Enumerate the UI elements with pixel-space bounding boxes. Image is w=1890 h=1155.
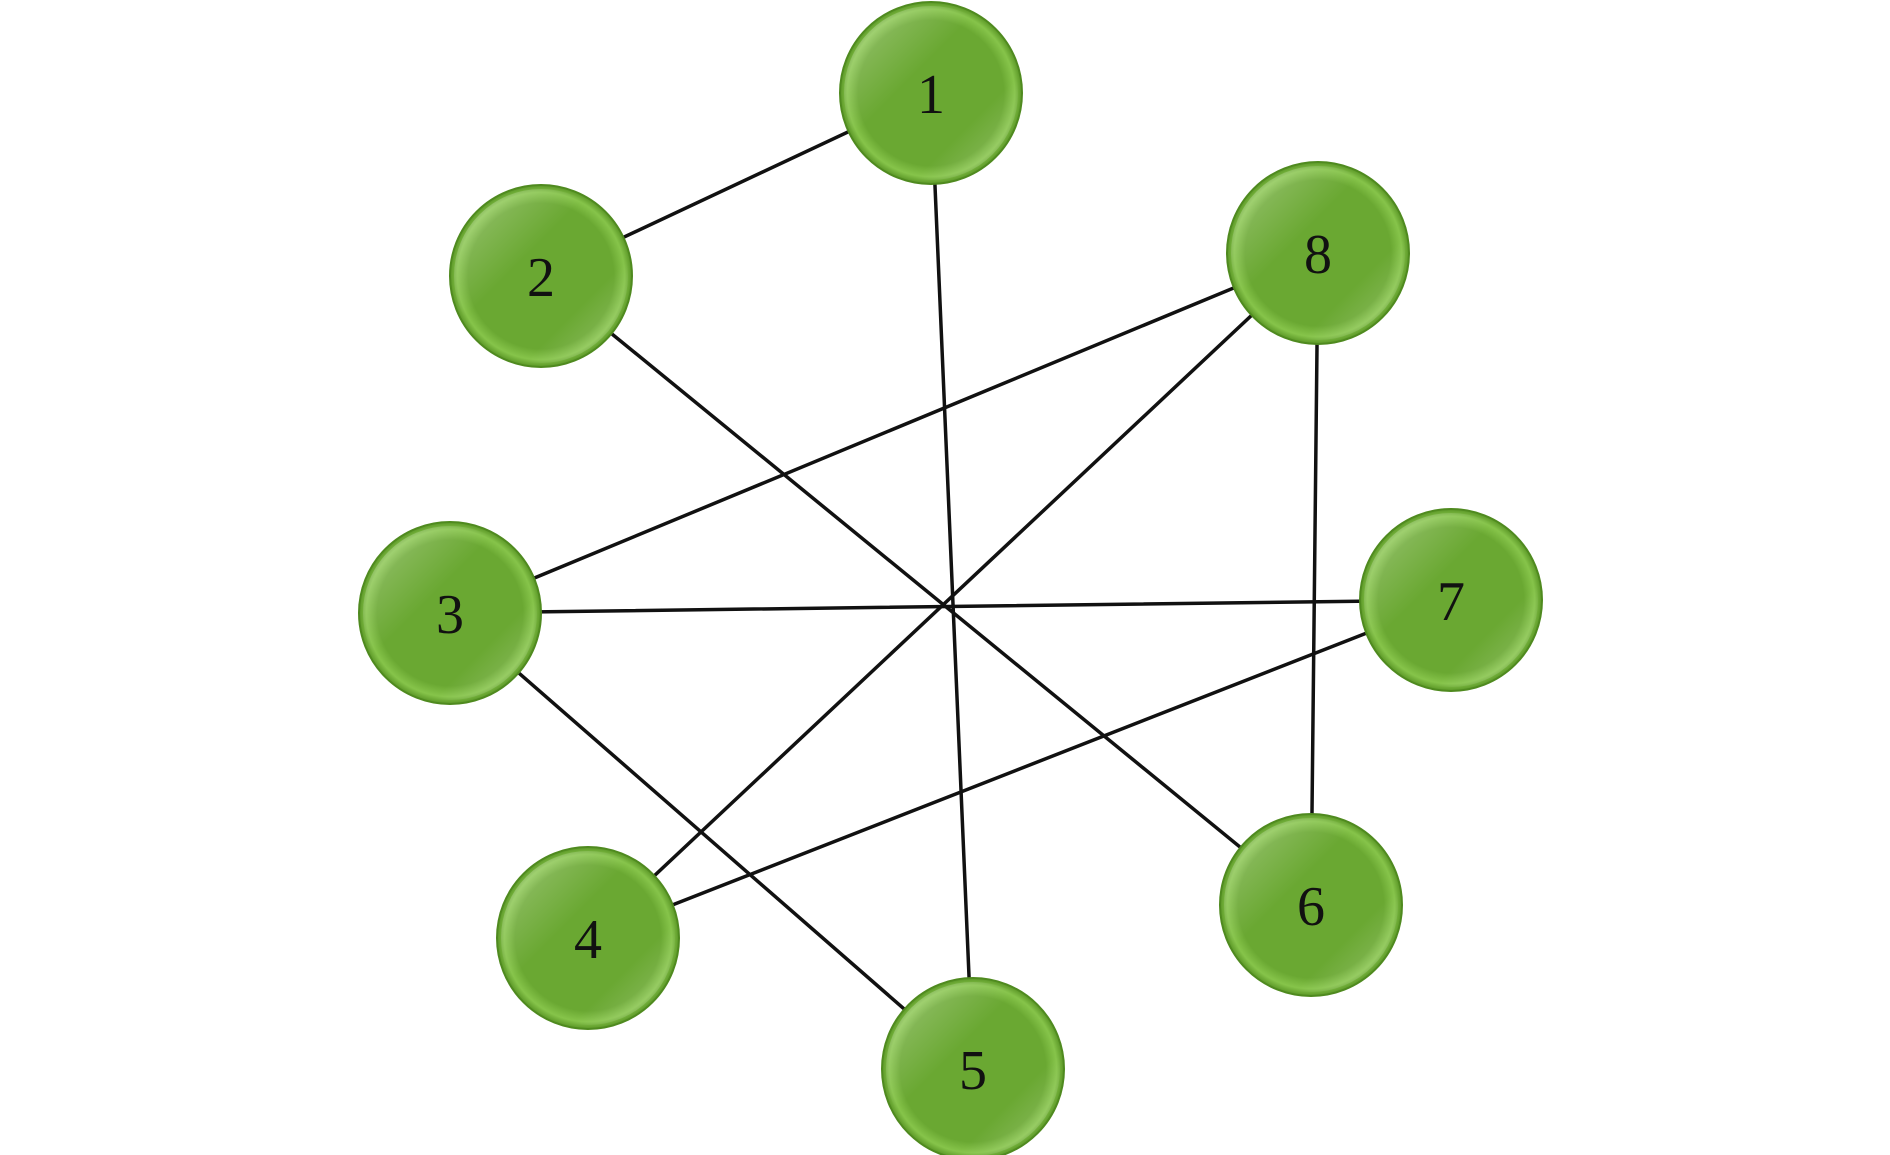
node-label: 5 (959, 1040, 987, 1102)
edge-8-6 (1309, 251, 1320, 907)
node-label: 7 (1437, 571, 1465, 633)
node-1: 1 (839, 1, 1023, 185)
edges (448, 91, 1453, 1071)
node-label: 3 (436, 584, 464, 646)
node-label: 2 (527, 247, 555, 309)
node-shine (844, 6, 1018, 180)
node-6: 6 (1219, 813, 1403, 997)
node-shine (454, 189, 628, 363)
node-shine (363, 526, 537, 700)
node-7: 7 (1359, 508, 1543, 692)
node-8: 8 (1226, 161, 1410, 345)
node-shine (1224, 818, 1398, 992)
node-shine (1364, 513, 1538, 687)
node-label: 1 (917, 64, 945, 126)
node-5: 5 (881, 977, 1065, 1155)
edge-4-8 (586, 251, 1320, 940)
edge-3-5 (448, 611, 975, 1071)
node-label: 8 (1304, 224, 1332, 286)
node-label: 4 (574, 909, 602, 971)
edge-1-5 (929, 91, 975, 1071)
edge-4-7 (586, 598, 1453, 940)
edge-2-6 (539, 274, 1313, 907)
node-2: 2 (449, 184, 633, 368)
edge-3-8 (448, 251, 1320, 615)
node-shine (886, 982, 1060, 1155)
node-label: 6 (1297, 876, 1325, 938)
node-shine (501, 851, 675, 1025)
node-shine (1231, 166, 1405, 340)
node-4: 4 (496, 846, 680, 1030)
nodes: 1 2 3 4 5 6 7 8 (358, 1, 1543, 1155)
node-3: 3 (358, 521, 542, 705)
edge-3-7 (448, 598, 1453, 615)
